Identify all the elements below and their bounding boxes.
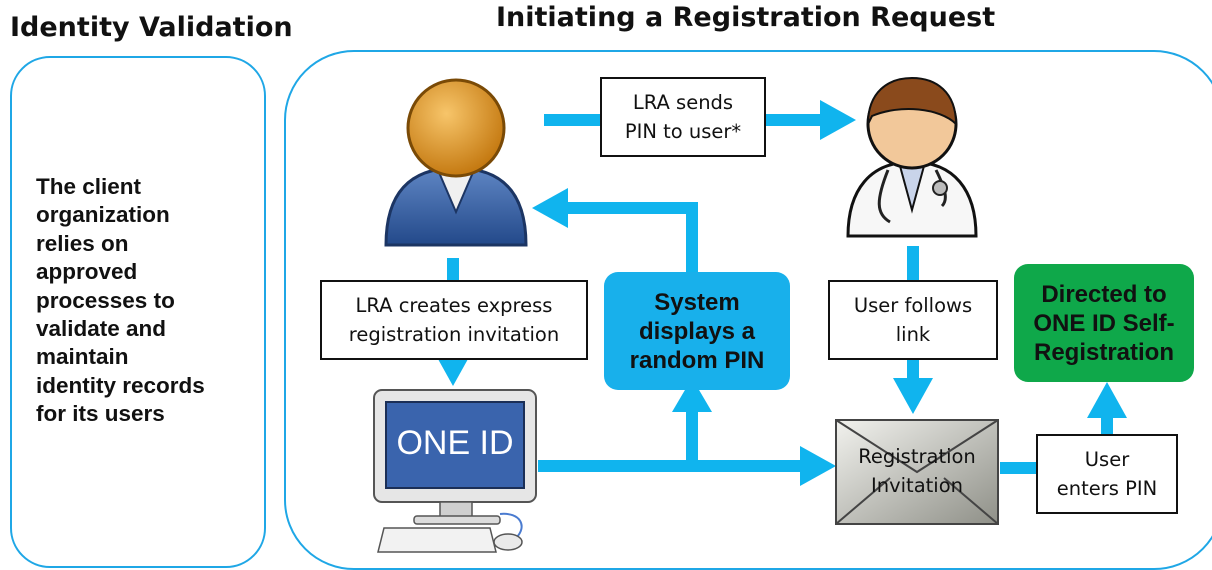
left-panel-frame bbox=[10, 56, 266, 568]
arrow-pin-to-registration-head bbox=[1087, 382, 1127, 418]
identity-validation-description: The client organization relies on approv… bbox=[36, 174, 205, 427]
lra-creates-invitation-label: LRA creates express registration invitat… bbox=[320, 280, 588, 360]
arrow-system-to-lra-horizontal bbox=[568, 202, 698, 214]
left-panel-title: Identity Validation bbox=[10, 12, 293, 43]
system-displays-pin-callout: System displays a random PIN bbox=[604, 272, 790, 390]
arrow-doctor-to-envelope-head bbox=[893, 378, 933, 414]
arrow-system-to-lra-vertical bbox=[686, 202, 698, 272]
envelope-label: Registration Invitation bbox=[858, 445, 976, 497]
arrow-lra-to-doctor-head bbox=[820, 100, 856, 140]
arrow-computer-to-system-head bbox=[672, 378, 712, 412]
user-follows-link-label: User follows link bbox=[828, 280, 998, 360]
main-panel-title: Initiating a Registration Request bbox=[496, 2, 996, 33]
arrow-computer-to-envelope bbox=[538, 460, 800, 472]
arrow-system-to-lra-head bbox=[532, 188, 568, 228]
arrow-pin-to-registration bbox=[1101, 416, 1113, 434]
arrow-computer-to-envelope-head bbox=[800, 446, 836, 486]
arrow-envelope-to-pin bbox=[1000, 462, 1038, 474]
user-enters-pin-label: User enters PIN bbox=[1036, 434, 1178, 514]
self-registration-callout: Directed to ONE ID Self- Registration bbox=[1014, 264, 1194, 382]
arrow-computer-to-system bbox=[686, 412, 698, 472]
lra-sends-pin-label: LRA sends PIN to user* bbox=[600, 77, 766, 157]
computer-screen-label: ONE ID bbox=[396, 424, 514, 462]
